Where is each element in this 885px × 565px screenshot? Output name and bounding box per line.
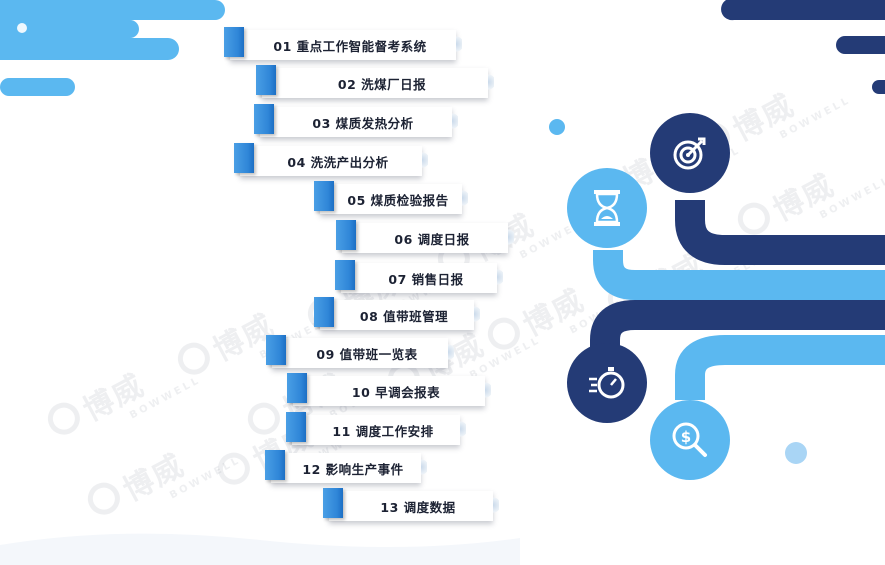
ribbon-tab [224, 27, 244, 57]
menu-item-label: 10 早调会报表 [351, 384, 441, 400]
menu-item-label: 03 煤质发热分析 [312, 115, 414, 131]
svg-text:$: $ [681, 428, 691, 446]
menu-item-05[interactable]: 05 煤质检验报告 [314, 181, 468, 214]
menu-item-03[interactable]: 03 煤质发热分析 [254, 104, 458, 137]
menu-item-label: 11 调度工作安排 [332, 423, 434, 439]
ribbon-tab [314, 297, 334, 327]
menu-item-label: 08 值带班管理 [359, 308, 449, 324]
menu-item-07[interactable]: 07 销售日报 [335, 260, 503, 293]
menu-item-label: 06 调度日报 [394, 231, 470, 247]
menu-item-label: 13 调度数据 [380, 499, 456, 515]
ribbon-tab [335, 260, 355, 290]
ribbon-tab [254, 104, 274, 134]
ribbon-tab [265, 450, 285, 480]
menu-item-label: 04 洗洗产出分析 [287, 154, 389, 170]
bottom-left-wave-decoration [0, 533, 520, 565]
menu-item-label: 01 重点工作智能督考系统 [273, 38, 427, 54]
menu-item-12[interactable]: 12 影响生产事件 [265, 450, 427, 483]
menu-item-label: 02 洗煤厂日报 [337, 76, 427, 92]
ribbon-tab [256, 65, 276, 95]
menu-item-01[interactable]: 01 重点工作智能督考系统 [224, 27, 462, 60]
menu-item-13[interactable]: 13 调度数据 [323, 488, 499, 521]
stopwatch-icon [567, 343, 647, 423]
menu-item-06[interactable]: 06 调度日报 [336, 220, 514, 253]
menu-item-04[interactable]: 04 洗洗产出分析 [234, 143, 428, 176]
top-left-cloud-decoration [0, 0, 225, 96]
branch-infographic [549, 119, 885, 464]
ribbon-tab [314, 181, 334, 211]
target-icon [650, 113, 730, 193]
menu-item-10[interactable]: 10 早调会报表 [287, 373, 491, 406]
menu-item-02[interactable]: 02 洗煤厂日报 [256, 65, 494, 98]
menu-item-label: 05 煤质检验报告 [347, 192, 449, 208]
menu-item-label: 12 影响生产事件 [302, 461, 404, 477]
hourglass-icon [567, 168, 647, 248]
ribbon-tab [323, 488, 343, 518]
ribbon-tab [287, 373, 307, 403]
ribbon-tab [266, 335, 286, 365]
menu-item-11[interactable]: 11 调度工作安排 [286, 412, 466, 445]
menu-item-09[interactable]: 09 值带班一览表 [266, 335, 454, 368]
menu-item-label: 09 值带班一览表 [316, 346, 418, 362]
dollar-search-icon: $ [650, 400, 730, 480]
ribbon-tab [286, 412, 306, 442]
decor-dot [549, 119, 565, 135]
top-right-cloud-decoration [721, 0, 885, 94]
menu-item-08[interactable]: 08 值带班管理 [314, 297, 480, 330]
ribbon-tab [336, 220, 356, 250]
ribbon-tab [234, 143, 254, 173]
menu-item-label: 07 销售日报 [388, 271, 464, 287]
